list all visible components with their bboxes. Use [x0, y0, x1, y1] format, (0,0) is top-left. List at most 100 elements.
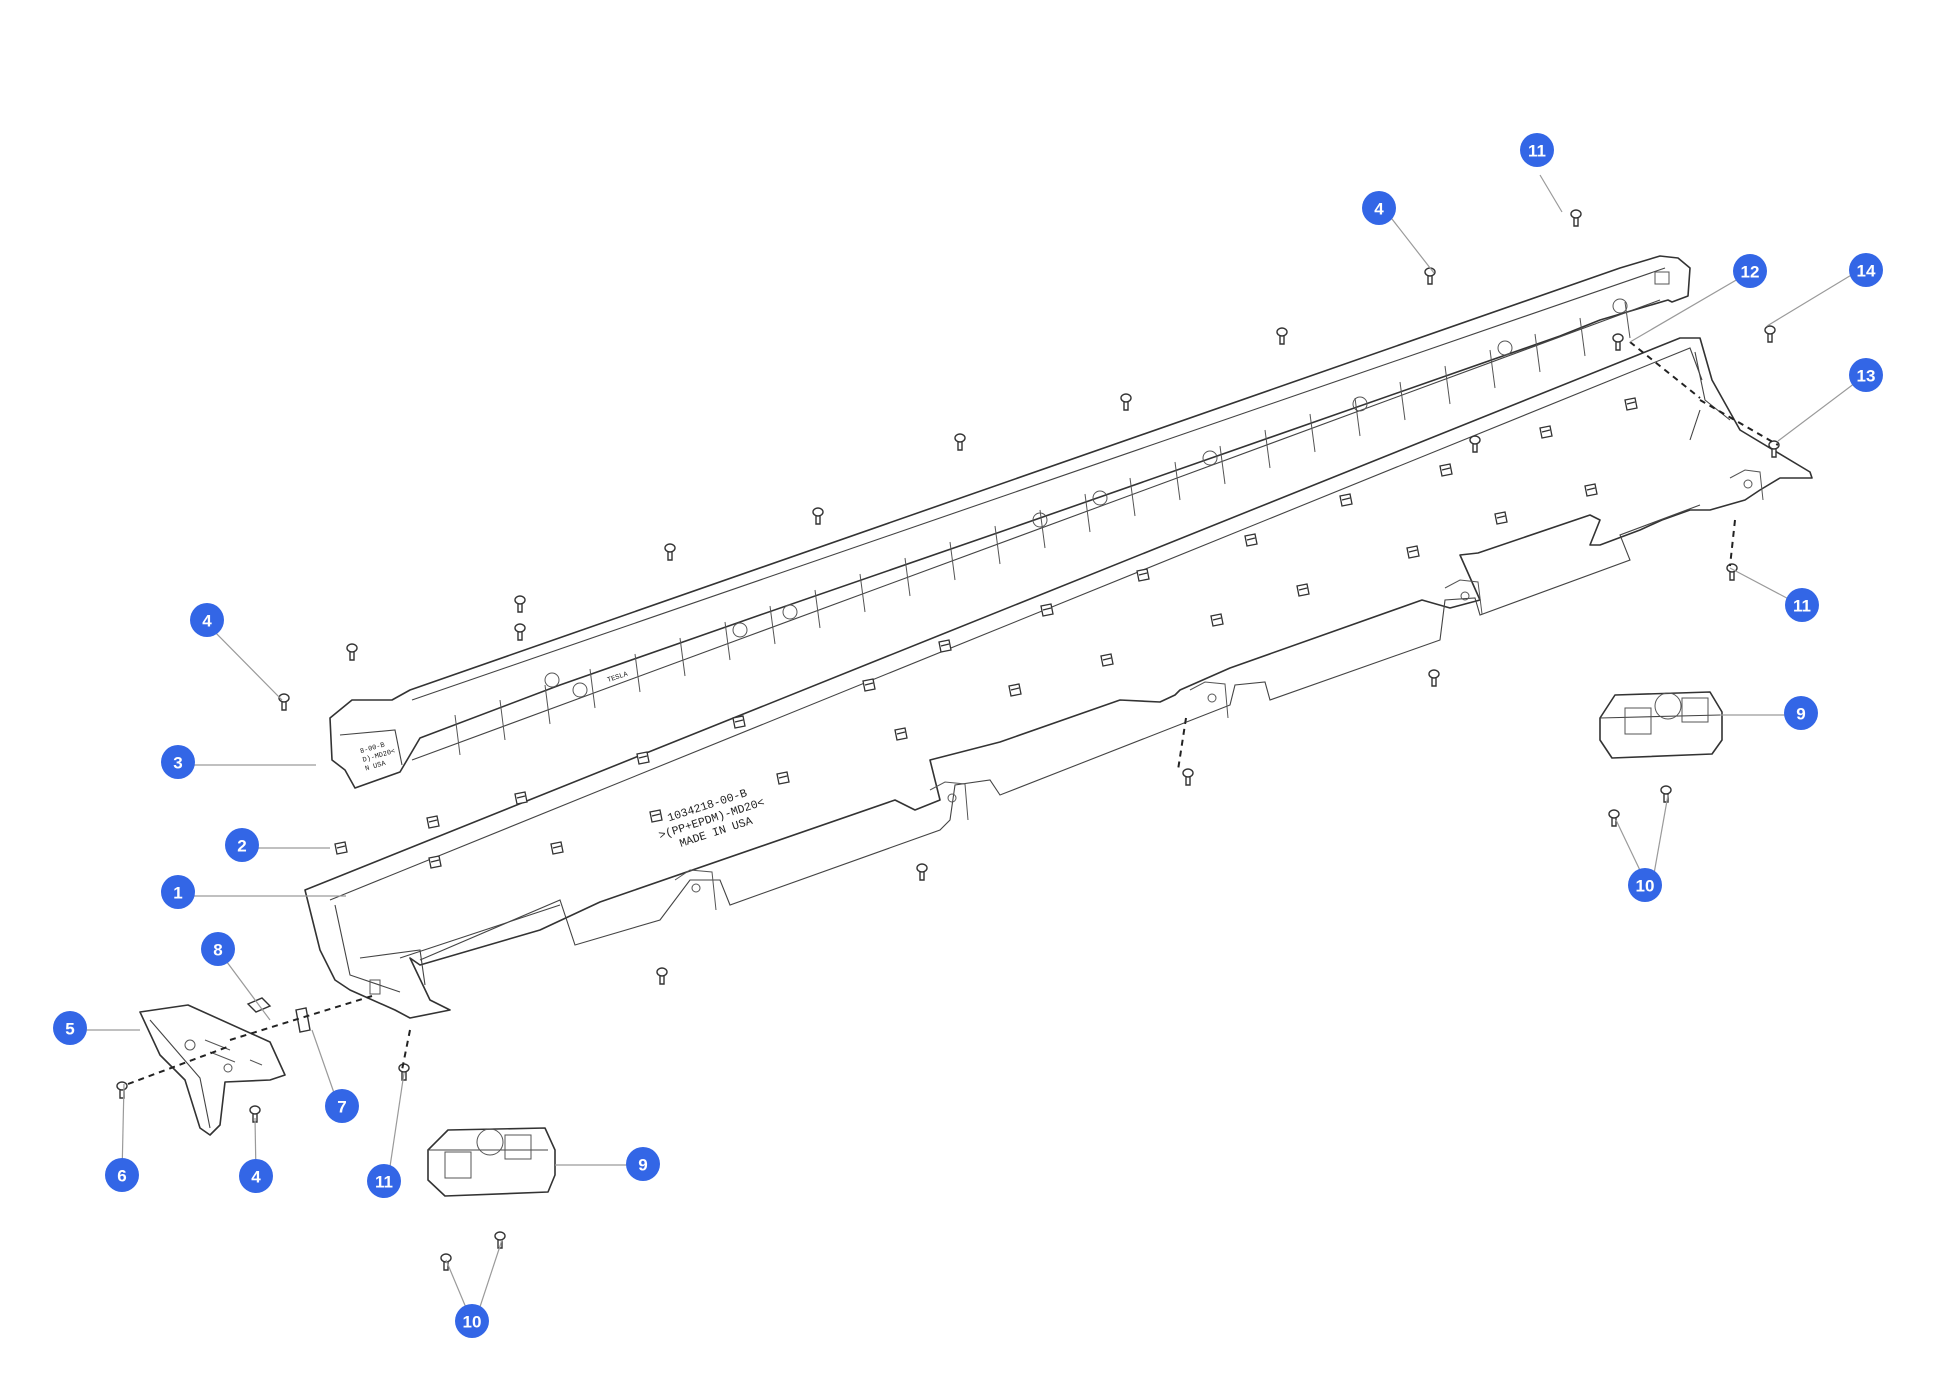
callout-label: 12 — [1741, 263, 1760, 282]
screw — [1764, 325, 1776, 343]
screw — [278, 693, 290, 711]
callout-label: 1 — [173, 884, 182, 903]
sill-panel-part-1: 1034218-00-B >(PP+EPDM)-MD20< MADE IN US… — [304, 337, 1813, 1019]
push-clip — [514, 791, 528, 805]
push-clip — [1100, 653, 1114, 667]
screw — [514, 623, 526, 641]
push-clip — [1406, 545, 1420, 559]
callout-label: 7 — [337, 1098, 346, 1117]
screw — [1120, 393, 1132, 411]
screw — [1424, 267, 1436, 285]
callout-circle — [455, 1304, 489, 1338]
callout-2: 2 — [225, 828, 259, 862]
push-clip — [636, 751, 650, 765]
callout-circle — [1849, 253, 1883, 287]
callout-label: 11 — [1528, 142, 1546, 161]
callout-circle — [190, 603, 224, 637]
screw — [954, 433, 966, 451]
callout-circle — [239, 1159, 273, 1193]
callout-label: 14 — [1857, 262, 1876, 281]
callout-circle — [367, 1164, 401, 1198]
callout-3: 3 — [161, 745, 195, 779]
screw — [656, 967, 668, 985]
push-clip — [732, 715, 746, 729]
screw — [116, 1081, 128, 1099]
callout-circle — [161, 745, 195, 779]
callout-10: 10 — [1628, 868, 1662, 902]
push-clip — [776, 771, 790, 785]
push-clip — [1624, 397, 1638, 411]
callout-circle — [105, 1158, 139, 1192]
callout-9: 9 — [626, 1147, 660, 1181]
push-clip — [1339, 493, 1353, 507]
screw — [1768, 440, 1780, 458]
callout-label: 9 — [638, 1156, 647, 1175]
callout-label: 10 — [463, 1313, 482, 1332]
screw — [1608, 809, 1620, 827]
assembly-lines — [127, 341, 1779, 1085]
push-clip — [550, 841, 564, 855]
screw — [1276, 327, 1288, 345]
upper-bracket-part-3 — [329, 255, 1691, 789]
callout-11: 11 — [1785, 588, 1819, 622]
callout-label: 9 — [1796, 705, 1805, 724]
screw — [398, 1063, 410, 1081]
callout-11: 11 — [367, 1164, 401, 1198]
push-clip — [1539, 425, 1553, 439]
callout-7: 7 — [325, 1089, 359, 1123]
callout-circle — [1784, 696, 1818, 730]
screw — [1660, 785, 1672, 803]
push-clip — [1584, 483, 1598, 497]
screw — [1726, 563, 1738, 581]
push-clip — [894, 727, 908, 741]
push-clip — [1040, 603, 1054, 617]
screw — [664, 543, 676, 561]
callout-label: 3 — [173, 754, 182, 773]
callout-circle — [325, 1089, 359, 1123]
callout-circle — [1785, 588, 1819, 622]
push-clip — [862, 678, 876, 692]
callout-label: 11 — [375, 1173, 393, 1192]
screw — [1570, 209, 1582, 227]
callout-14: 14 — [1849, 253, 1883, 287]
push-clip — [1296, 583, 1310, 597]
push-clip — [428, 855, 442, 869]
callout-12: 12 — [1733, 254, 1767, 288]
callout-6: 6 — [105, 1158, 139, 1192]
screw — [494, 1231, 506, 1249]
screw — [1182, 768, 1194, 786]
callout-label: 11 — [1793, 597, 1811, 616]
callout-4: 4 — [239, 1159, 273, 1193]
screws-part-4 — [116, 209, 1780, 1271]
callout-label: 13 — [1857, 367, 1876, 386]
callout-1: 1 — [161, 875, 195, 909]
callout-circle — [1520, 133, 1554, 167]
push-clip — [1008, 683, 1022, 697]
screw — [249, 1105, 261, 1123]
callout-circle — [626, 1147, 660, 1181]
callout-4: 4 — [190, 603, 224, 637]
callout-circle — [1733, 254, 1767, 288]
end-cap-part-5 — [139, 1004, 286, 1136]
callout-label: 5 — [65, 1020, 74, 1039]
callout-circle — [53, 1011, 87, 1045]
screw — [1612, 333, 1624, 351]
callout-circle — [1362, 191, 1396, 225]
push-clip — [1136, 568, 1150, 582]
screw — [1428, 669, 1440, 687]
lift-pad-part-9-rear — [1599, 691, 1723, 759]
push-clip — [1439, 463, 1453, 477]
callout-circle — [1628, 868, 1662, 902]
callout-10: 10 — [455, 1304, 489, 1338]
callout-label: 6 — [117, 1167, 126, 1186]
callout-8: 8 — [201, 932, 235, 966]
callout-label: 2 — [237, 837, 246, 856]
push-clip — [334, 841, 348, 855]
callout-label: 4 — [1374, 200, 1384, 219]
callout-circle — [201, 932, 235, 966]
callout-circle — [161, 875, 195, 909]
push-clip — [938, 639, 952, 653]
screw — [346, 643, 358, 661]
